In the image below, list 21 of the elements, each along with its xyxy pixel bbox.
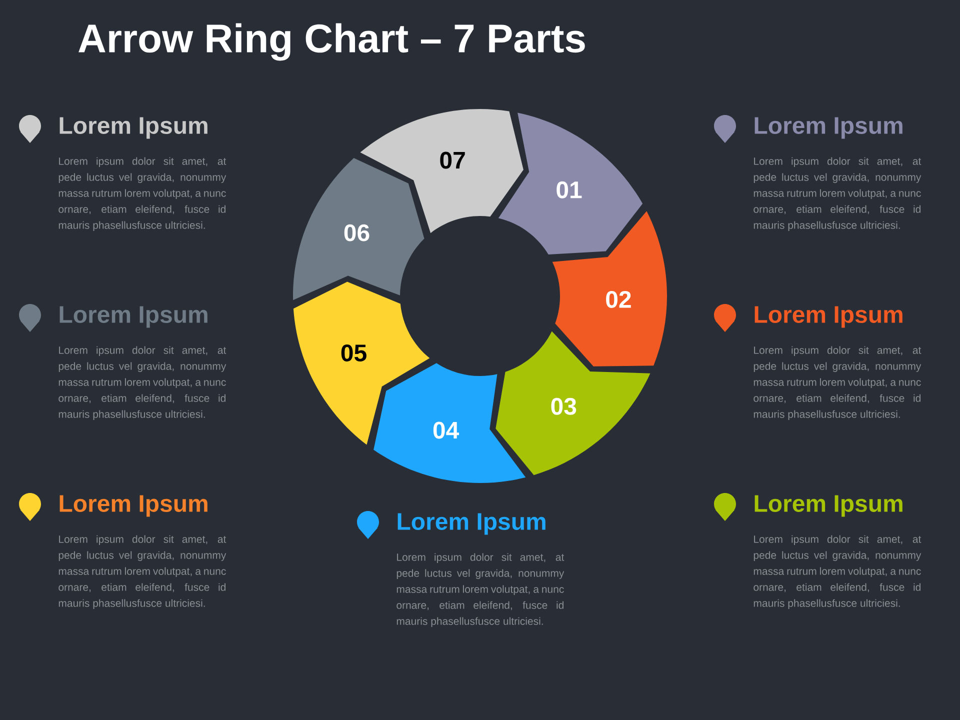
body-text: Lorem ipsum dolor sit amet, at pede luctus vel gravida, nonummy massa rutrum lorem volutpat, a nunc ornare, etiam eleifend, fusce id mauris phasellusfusce ultriciesi. — [396, 553, 564, 627]
ring-segment: 05 — [293, 282, 430, 445]
ring-segment: 06 — [293, 158, 424, 300]
heading: Lorem Ipsum — [60, 495, 208, 517]
ring-segment: 01 — [498, 112, 643, 254]
title: Arrow Ring Chart – 7 Parts — [78, 23, 585, 61]
heading: Lorem Ipsum — [754, 117, 902, 139]
heading: Lorem Ipsum — [754, 495, 902, 517]
ring-segment: 02 — [552, 211, 667, 366]
ring-segment: 04 — [374, 363, 526, 483]
body-text: Lorem ipsum dolor sit amet, at pede luctus vel gravida, nonummy massa rutrum lorem volutpat, a nunc ornare, etiam eleifend, fusce id mauris phasellusfusce ultriciesi. — [58, 346, 226, 420]
heading: Lorem Ipsum — [60, 117, 208, 139]
ring-segment: 03 — [496, 331, 650, 476]
body-text: Lorem ipsum dolor sit amet, at pede luctus vel gravida, nonummy massa rutrum lorem volutpat, a nunc ornare, etiam eleifend, fusce id mauris phasellusfusce ultriciesi. — [754, 346, 922, 420]
body-text: Lorem ipsum dolor sit amet, at pede luctus vel gravida, nonummy massa rutrum lorem volutpat, a nunc ornare, etiam eleifend, fusce id mauris phasellusfusce ultriciesi. — [754, 157, 922, 231]
body-text: Lorem ipsum dolor sit amet, at pede luctus vel gravida, nonummy massa rutrum lorem volutpat, a nunc ornare, etiam eleifend, fusce id mauris phasellusfusce ultriciesi. — [754, 535, 922, 609]
heading: Lorem Ipsum — [398, 513, 546, 535]
body-text: Lorem ipsum dolor sit amet, at pede luctus vel gravida, nonummy massa rutrum lorem volutpat, a nunc ornare, etiam eleifend, fusce id mauris phasellusfusce ultriciesi. — [58, 157, 226, 231]
heading: Lorem Ipsum — [754, 306, 902, 328]
heading: Lorem Ipsum — [60, 306, 208, 328]
body-text: Lorem ipsum dolor sit amet, at pede luctus vel gravida, nonummy massa rutrum lorem volutpat, a nunc ornare, etiam eleifend, fusce id mauris phasellusfusce ultriciesi. — [58, 535, 226, 609]
